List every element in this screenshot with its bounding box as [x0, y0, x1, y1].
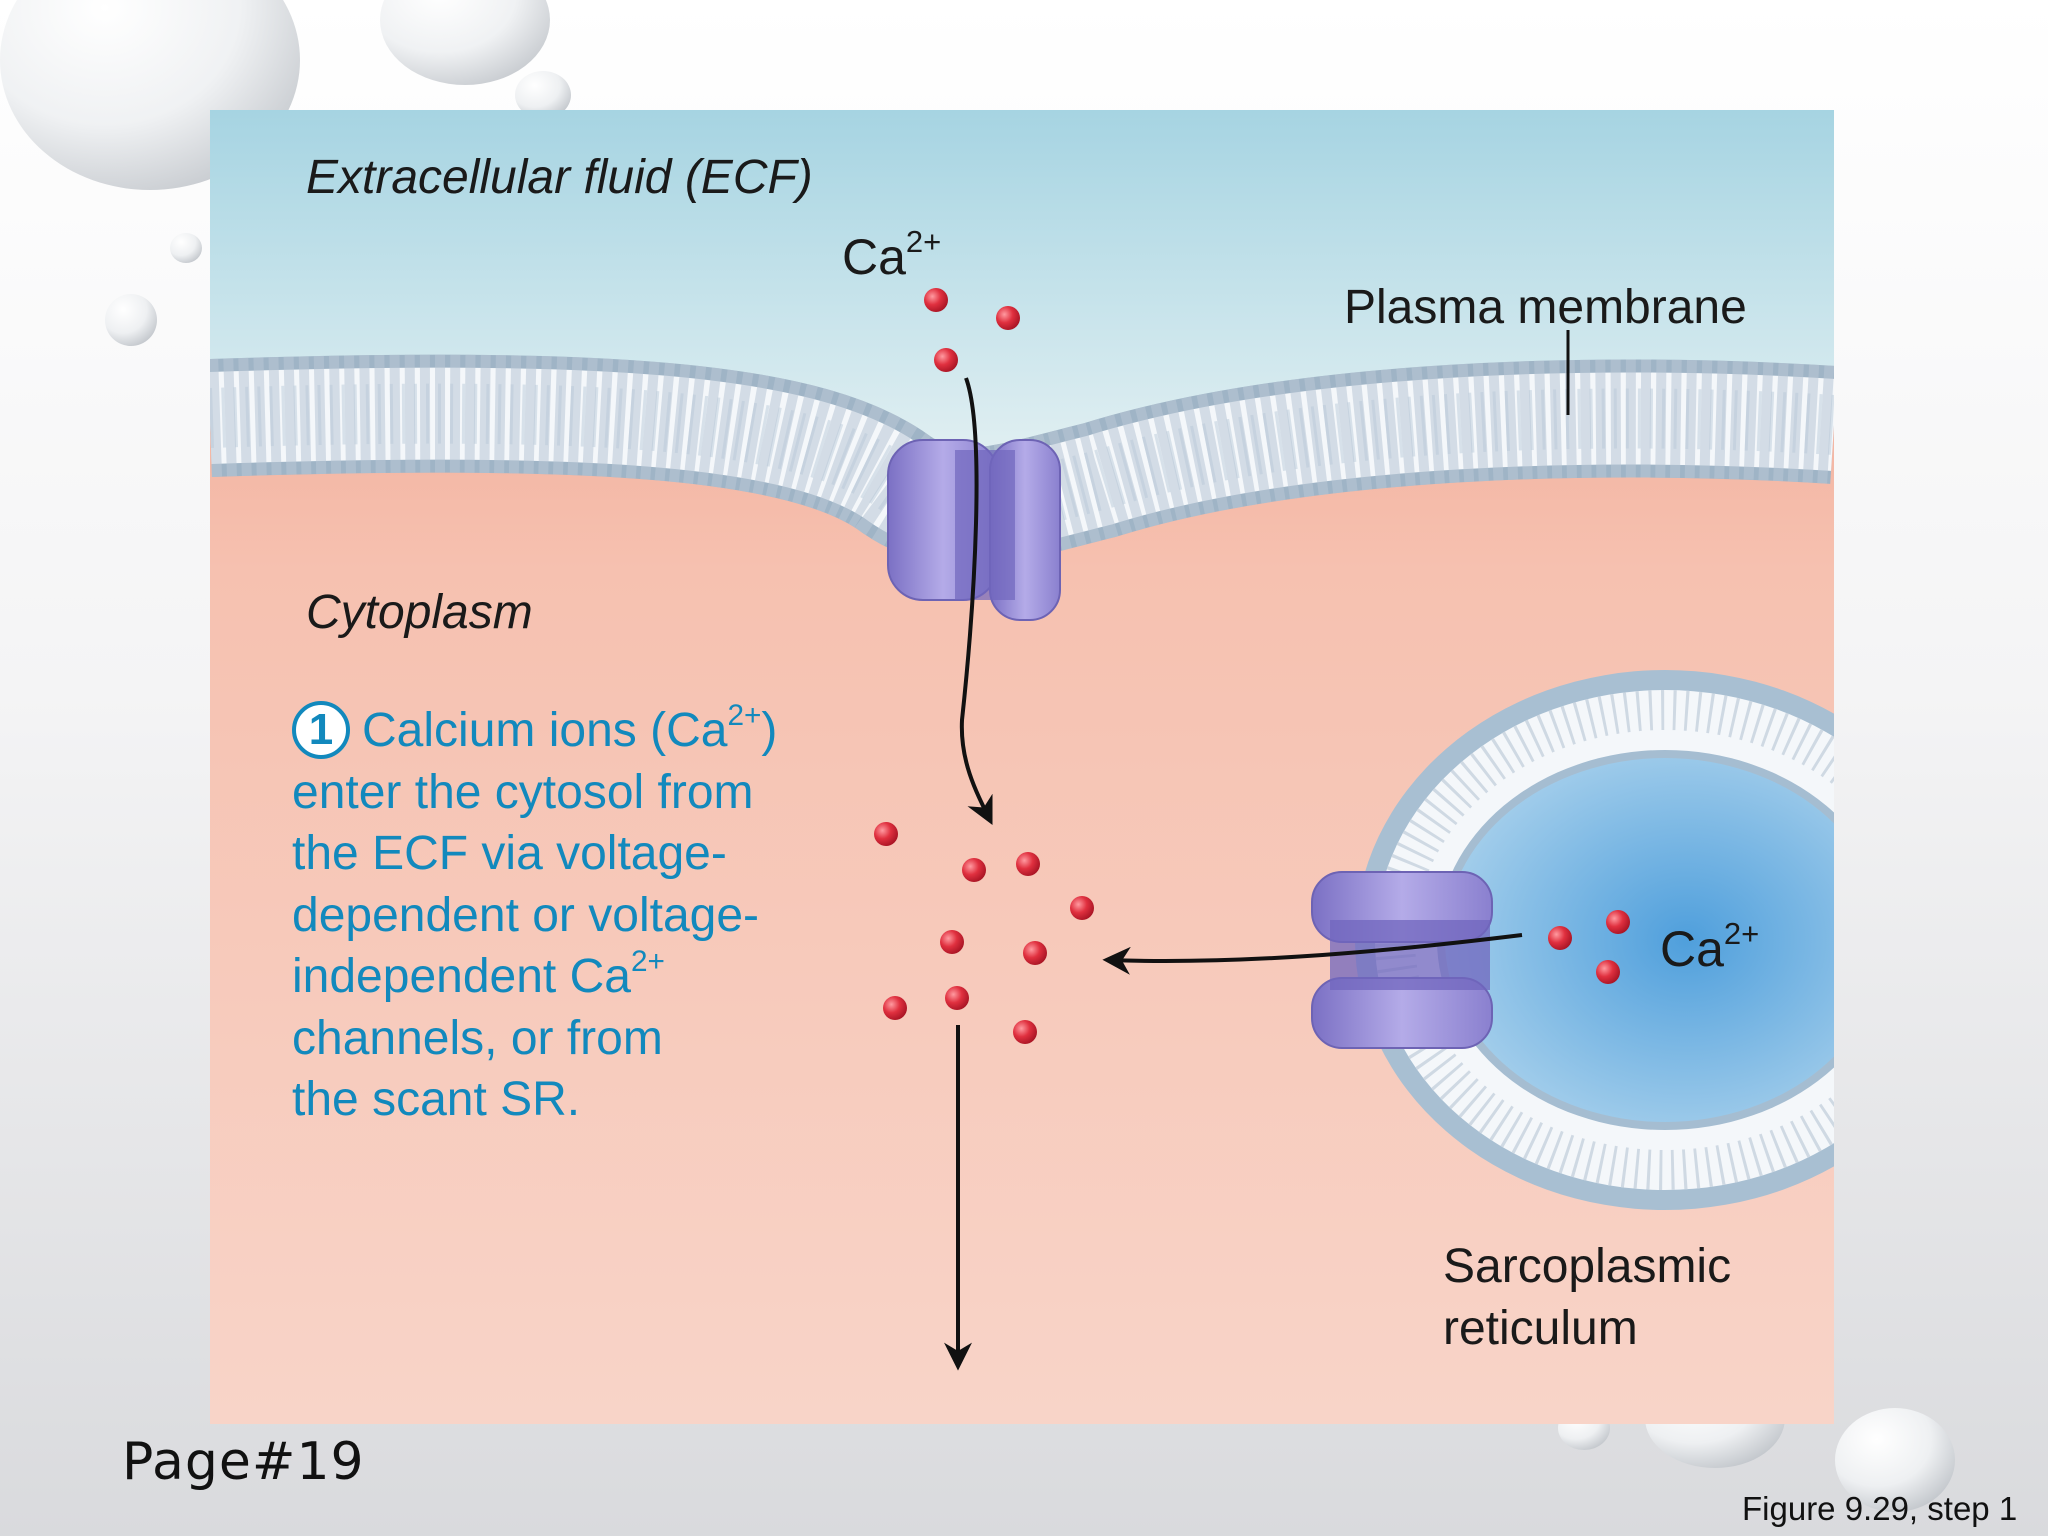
calcium-ion	[996, 306, 1020, 330]
calcium-ion	[874, 822, 898, 846]
calcium-symbol: Ca	[1660, 921, 1724, 977]
page-number: Page#19	[122, 1432, 365, 1492]
calcium-ion	[1016, 852, 1040, 876]
calcium-ion	[883, 996, 907, 1020]
step-text: Calcium ions (Ca	[362, 704, 728, 757]
calcium-ion	[940, 930, 964, 954]
sr-label-line: reticulum	[1443, 1302, 1638, 1355]
calcium-ion	[945, 986, 969, 1010]
sr-channel	[1311, 871, 1493, 1049]
step-text: independent Ca	[292, 950, 631, 1003]
arrow-sr-to-cytosol	[1102, 933, 1523, 975]
calcium-ion	[1070, 896, 1094, 920]
calcium-symbol: Ca	[842, 229, 906, 285]
arrow-ecf-to-cytosol	[959, 377, 993, 826]
plasma-membrane-label: Plasma membrane	[1344, 281, 1747, 334]
sarcoplasmic-reticulum	[1355, 670, 1834, 1210]
step-text: )	[761, 704, 778, 757]
calcium-ion	[1606, 910, 1630, 934]
step-text: the scant SR.	[292, 1073, 581, 1126]
cytoplasm-label: Cytoplasm	[306, 586, 533, 639]
calcium-ion	[1596, 960, 1620, 984]
calcium-label-ecf: Ca2+	[842, 224, 941, 286]
step-text: channels, or from	[292, 1011, 663, 1065]
plasma-membrane-channel	[887, 439, 1061, 621]
figure-panel	[210, 110, 1834, 1424]
calcium-ion	[1548, 926, 1572, 950]
calcium-ion	[934, 348, 958, 372]
step-text: enter the cytosol from	[292, 765, 754, 819]
sarcoplasmic-reticulum-label: Sarcoplasmic reticulum	[1443, 1236, 1731, 1360]
calcium-label-sr: Ca2+	[1660, 916, 1759, 978]
calcium-ion	[924, 288, 948, 312]
calcium-ion	[962, 858, 986, 882]
ecf-label: Extracellular fluid (ECF)	[306, 151, 813, 204]
figure-caption: Figure 9.29, step 1	[1742, 1490, 2018, 1527]
step-superscript: 2+	[727, 699, 762, 733]
step-superscript: 2+	[630, 945, 665, 979]
step-number-badge: 1	[292, 701, 350, 759]
calcium-charge: 2+	[905, 224, 942, 260]
calcium-ions	[874, 288, 1630, 1044]
calcium-ion	[1023, 941, 1047, 965]
step-text: the ECF via voltage-	[292, 827, 727, 880]
calcium-charge: 2+	[1723, 916, 1760, 952]
calcium-ion	[1013, 1020, 1037, 1044]
step-text: dependent or voltage-	[292, 888, 760, 942]
sr-label-line: Sarcoplasmic	[1443, 1240, 1732, 1293]
